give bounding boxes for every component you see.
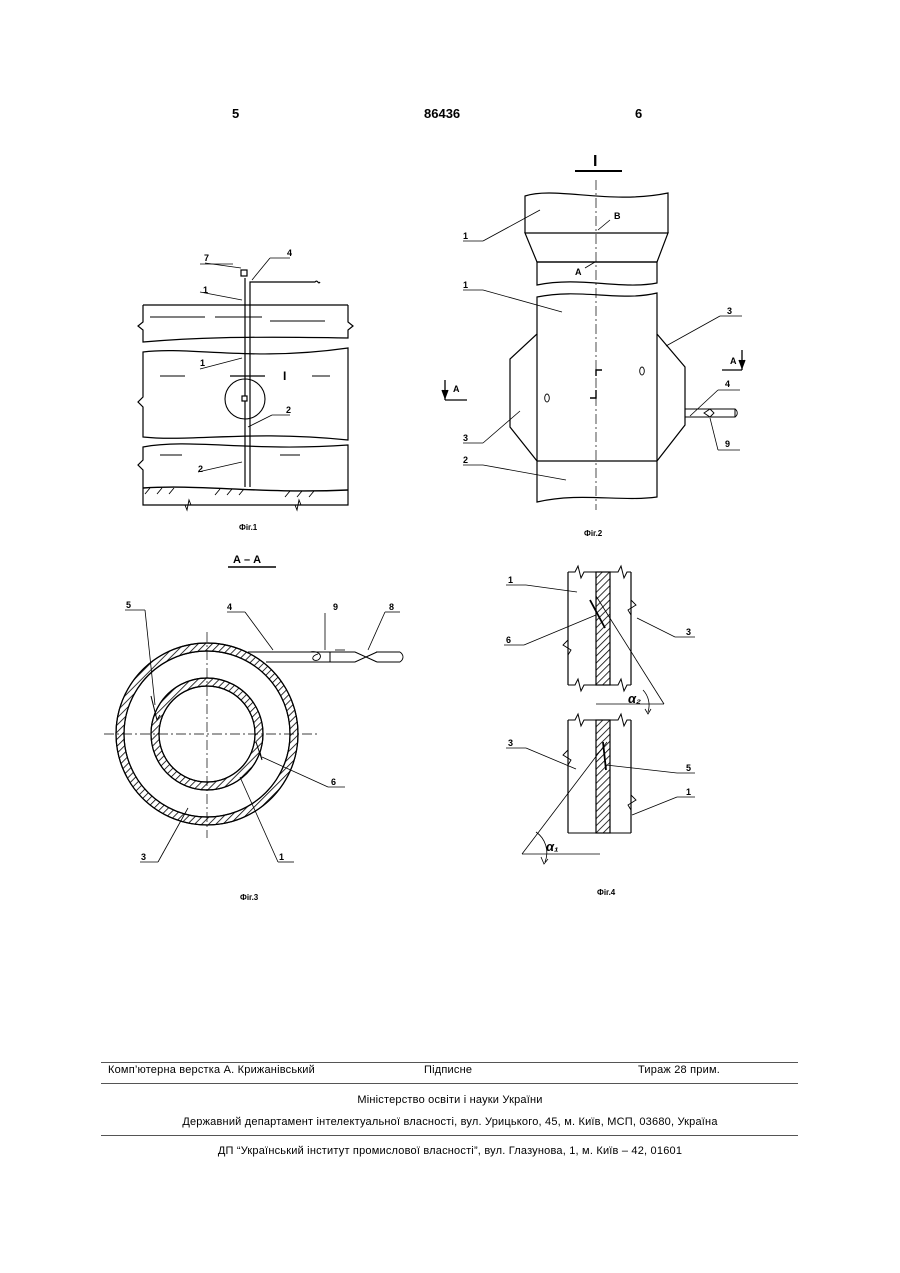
footer-ministry: Міністерство освіти і науки України (0, 1094, 900, 1106)
fig3-label-9: 9 (333, 602, 338, 612)
fig3-label-1: 1 (279, 852, 284, 862)
fig4-label-3: 3 (686, 627, 691, 637)
footer-institute: ДП “Український інститут промислової вла… (0, 1145, 900, 1157)
fig2-label-B: В (614, 211, 621, 221)
fig1-label-2: 2 (198, 464, 203, 474)
fig1-label-2: 2 (286, 405, 291, 415)
fig4-caption: Фіг.4 (597, 888, 616, 897)
fig2-caption: Фіг.2 (584, 529, 603, 538)
fig1-caption: Фіг.1 (239, 523, 258, 532)
footer-signed: Підписне (424, 1064, 472, 1076)
footer-rule-bottom (101, 1135, 798, 1136)
fig2-section-arrow-A: А (730, 356, 737, 366)
figure-2-labels: I 1 В А 1 3 А А 4 3 9 2 Фіг.2 (453, 153, 737, 538)
fig2-label-1: 1 (463, 280, 468, 290)
fig2-title: I (593, 153, 597, 170)
fig1-label-1: 1 (203, 285, 208, 295)
fig1-label-detail-I: I (283, 369, 286, 383)
fig3-label-8: 8 (389, 602, 394, 612)
fig2-label-A: А (575, 267, 582, 277)
fig2-label-1: 1 (463, 231, 468, 241)
figure-3 (104, 567, 403, 862)
fig2-label-2: 2 (463, 455, 468, 465)
fig3-label-5: 5 (126, 600, 131, 610)
fig2-label-9: 9 (725, 439, 730, 449)
fig3-label-4: 4 (227, 602, 232, 612)
fig2-label-3: 3 (727, 306, 732, 316)
fig1-label-1: 1 (200, 358, 205, 368)
fig3-section-title: А – А (233, 554, 261, 566)
fig1-label-7: 7 (204, 253, 209, 263)
fig4-label-3: 3 (508, 738, 513, 748)
fig4-angle-alpha-2: α₂ (628, 691, 641, 706)
fig2-section-arrow-A: А (453, 384, 460, 394)
drawings-sheet: 7 4 1 1 I 2 2 Фіг.1 (0, 0, 900, 1000)
footer-rule-middle (101, 1083, 798, 1084)
fig4-label-5: 5 (686, 763, 691, 773)
fig4-label-1: 1 (686, 787, 691, 797)
footer-circulation: Тираж 28 прим. (638, 1064, 720, 1076)
fig4-label-1: 1 (508, 575, 513, 585)
fig3-caption: Фіг.3 (240, 893, 259, 902)
fig3-label-6: 6 (331, 777, 336, 787)
footer-layout-credit: Комп’ютерна верстка А. Крижанівський (108, 1064, 315, 1076)
footer-department: Державний департамент інтелектуальної вл… (0, 1116, 900, 1128)
footer-rule-top (101, 1062, 798, 1063)
fig3-label-3: 3 (141, 852, 146, 862)
fig2-label-4: 4 (725, 379, 730, 389)
figure-4 (504, 566, 695, 864)
figure-1 (138, 258, 353, 510)
fig4-label-6: 6 (506, 635, 511, 645)
fig1-label-4: 4 (287, 248, 292, 258)
fig4-angle-alpha-1: α₁ (546, 839, 559, 854)
figure-2 (442, 171, 745, 510)
fig2-label-3: 3 (463, 433, 468, 443)
